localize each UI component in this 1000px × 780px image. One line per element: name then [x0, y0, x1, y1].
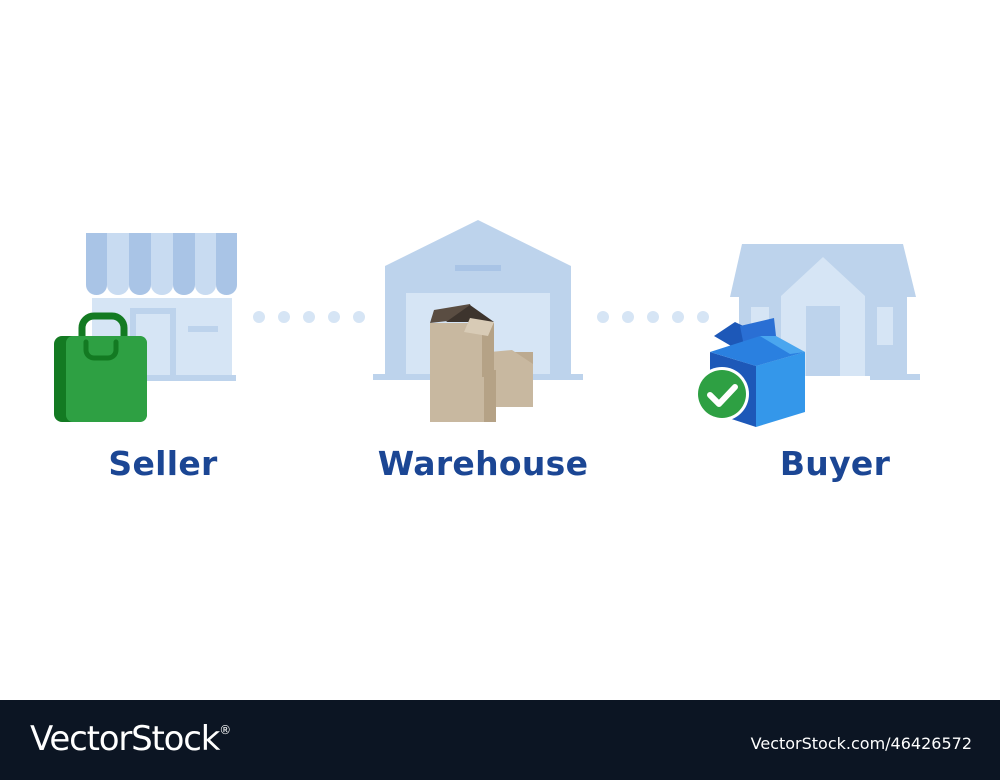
brand-text: VectorStock — [30, 719, 220, 759]
vectorstock-logo: VectorStock® — [30, 719, 231, 759]
flow-diagram — [54, 220, 920, 427]
footer-bar: VectorStock® VectorStock.com/46426572 — [0, 700, 1000, 780]
registered-mark: ® — [219, 723, 232, 737]
image-id: VectorStock.com/46426572 — [750, 734, 972, 753]
cardboard-boxes-icon — [430, 304, 533, 422]
seller-label: Seller — [108, 444, 218, 483]
dotted-connector-seller-warehouse — [253, 311, 365, 323]
warehouse-label: Warehouse — [377, 444, 589, 483]
dotted-connector-warehouse-buyer — [597, 311, 709, 323]
shopping-bag-icon — [54, 312, 147, 422]
buyer-label: Buyer — [779, 444, 891, 483]
checkmark-icon — [695, 367, 749, 421]
store-icon — [84, 233, 237, 381]
